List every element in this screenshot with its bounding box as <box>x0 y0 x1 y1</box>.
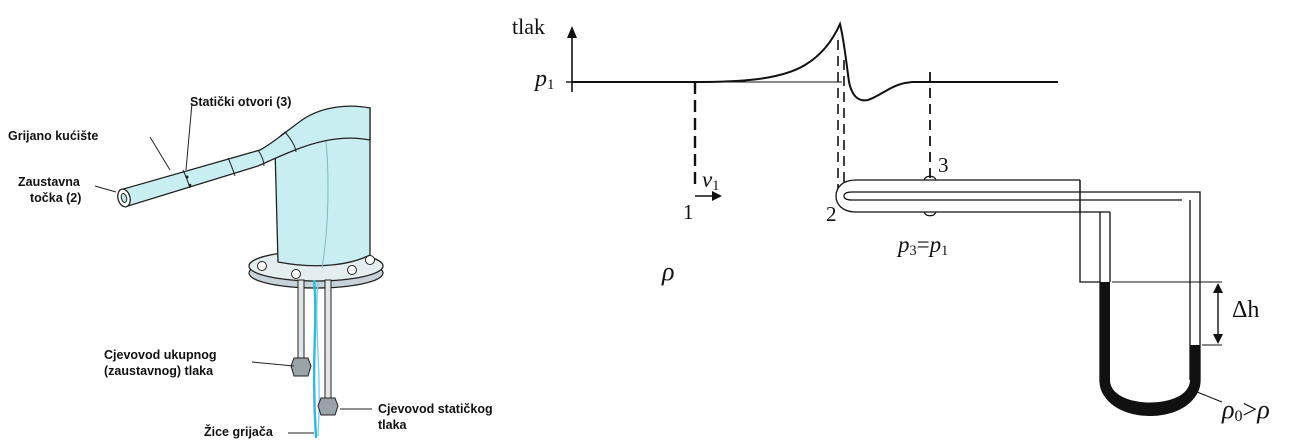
probe-tube <box>119 105 371 207</box>
label-rho: ρ <box>662 257 675 286</box>
label-static-pressure-2: tlaka <box>378 418 407 432</box>
label-point-3: 3 <box>938 153 949 177</box>
label-point-1: 1 <box>683 200 694 224</box>
pitot-tube-inner <box>843 191 1192 201</box>
static-hole <box>185 175 189 179</box>
pressure-curve <box>572 20 1058 102</box>
pitot-tube-outer <box>835 179 1080 213</box>
label-total-pressure-1: Cjevovod ukupnog <box>104 348 217 362</box>
label-heated-housing: Grijano kućište <box>8 129 99 143</box>
static-hole <box>188 183 192 187</box>
axis-label-tlak: tlak <box>512 14 545 39</box>
label-static-pressure-1: Cjevovod statičkog <box>378 402 493 416</box>
velocity-arrowhead <box>712 191 722 201</box>
heater-wire <box>312 279 318 439</box>
manometer-fluid <box>1100 282 1200 416</box>
flange-hole <box>347 265 357 275</box>
manometer-outer <box>1079 180 1201 415</box>
flange-hole <box>291 269 301 279</box>
label-heater-wires: Žice grijača <box>204 425 273 439</box>
label-static-holes: Statički otvori (3) <box>190 95 292 109</box>
label-p3-equals-p1: p3=p1 <box>898 232 949 259</box>
static-port-top <box>923 175 937 181</box>
label-rho0-gt-rho: ρ0>ρ <box>1222 395 1270 425</box>
label-stagnation-point-2: točka (2) <box>30 191 82 205</box>
label-stagnation-point-1: Zaustavna <box>18 175 80 189</box>
label-total-pressure-2: (zaustavnog) tlaka <box>104 364 214 378</box>
static-pressure-nut <box>317 397 339 416</box>
axis-arrowhead <box>567 26 577 38</box>
label-point-2: 2 <box>826 202 837 226</box>
label-v1: v1 <box>702 167 720 194</box>
flange-hole <box>257 261 267 271</box>
static-port-bottom <box>923 211 937 217</box>
label-delta-h: Δh <box>1232 297 1260 323</box>
label-p1: p1 <box>535 66 555 93</box>
